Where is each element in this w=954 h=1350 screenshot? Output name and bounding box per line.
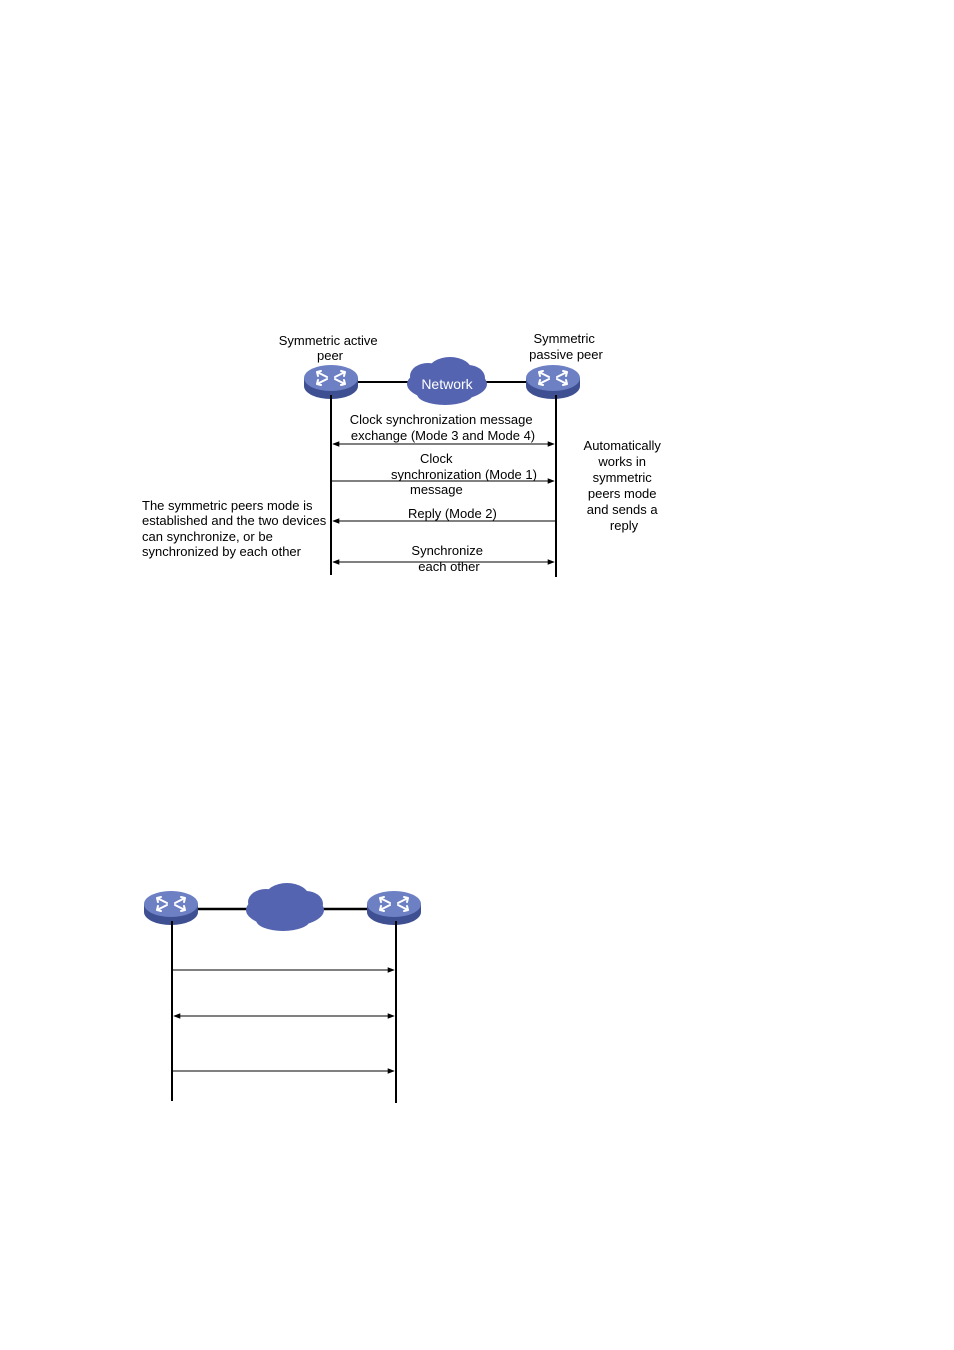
left-router-icon (143, 890, 199, 926)
network-cloud-icon (246, 883, 324, 931)
message-synchronize-label: Synchronize each other (411, 543, 486, 574)
note-passive-behavior: Automatically works in symmetric peers m… (584, 438, 665, 533)
message-reply-label: Reply (Mode 2) (408, 506, 497, 521)
message-clock-sync-label: Clock synchronization (Mode 1) message (391, 451, 541, 497)
active-peer-label: Symmetric active peer (279, 333, 382, 363)
note-peers-established: The symmetric peers mode is established … (142, 498, 330, 559)
right-router-icon (366, 890, 422, 926)
active-peer-router-icon (303, 364, 359, 400)
diagram-symmetric-peers: Network Symmetric active peer Symmetric … (142, 331, 665, 577)
network-cloud-icon (407, 357, 487, 405)
passive-peer-label: Symmetric passive peer (529, 331, 603, 362)
network-label: Network (421, 376, 473, 392)
diagram-second-exchange (143, 883, 422, 1103)
passive-peer-router-icon (525, 364, 581, 400)
message-exchange-label: Clock synchronization message exchange (… (350, 412, 536, 443)
